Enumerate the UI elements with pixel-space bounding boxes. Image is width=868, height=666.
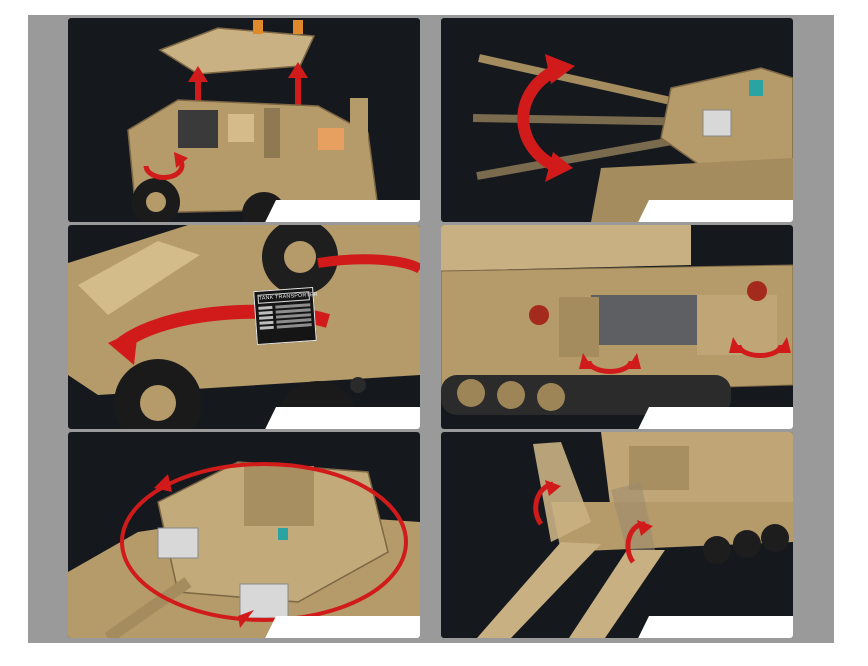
panel-turret-rotation — [68, 432, 420, 638]
cab-roof-illustration — [68, 18, 420, 222]
gun-elevation-illustration — [441, 18, 793, 222]
rear-doors-illustration — [441, 225, 793, 429]
corner-wedge — [265, 200, 420, 222]
corner-wedge — [638, 616, 793, 638]
panel-ramps-fold — [441, 432, 793, 638]
panel-cab-roof — [68, 18, 420, 222]
corner-wedge — [638, 407, 793, 429]
turret-rotation-illustration — [68, 432, 420, 638]
nameplate-title: TANK TRANSPORTER — [257, 291, 318, 304]
panel-gun-elevation — [441, 18, 793, 222]
corner-wedge — [638, 200, 793, 222]
nameplate: TANK TRANSPORTER — [253, 286, 318, 346]
photo-collage: TANK TRANSPORTER — [28, 15, 834, 643]
panel-rear-doors — [441, 225, 793, 429]
panel-crane-swing: TANK TRANSPORTER — [68, 225, 420, 429]
crane-swing-illustration — [68, 225, 420, 429]
ramps-fold-illustration — [441, 432, 793, 638]
corner-wedge — [265, 407, 420, 429]
corner-wedge — [265, 616, 420, 638]
